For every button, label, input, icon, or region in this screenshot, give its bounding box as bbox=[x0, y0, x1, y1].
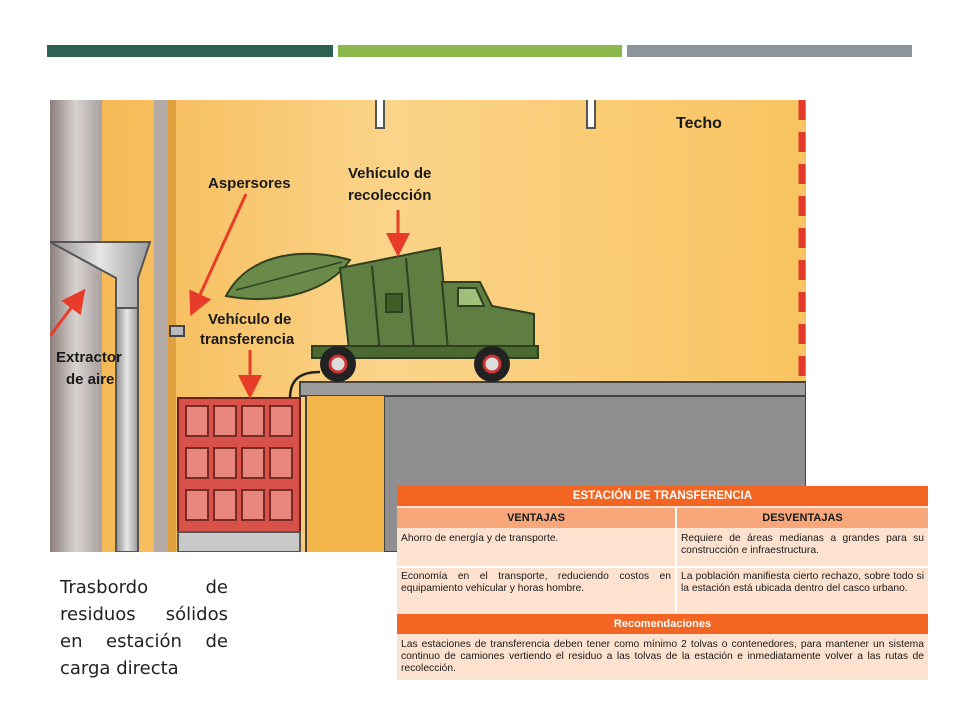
ceiling-hook bbox=[586, 100, 596, 129]
column-header-ventajas: VENTAJAS bbox=[397, 508, 675, 528]
accent-bar-green-light bbox=[338, 45, 622, 57]
ceiling-hook bbox=[375, 100, 385, 129]
label-vehiculo-recoleccion-line1: Vehículo de bbox=[348, 165, 431, 182]
label-extractor-line2: de aire bbox=[66, 371, 114, 388]
label-vehiculo-transferencia-line2: transferencia bbox=[200, 331, 295, 348]
transfer-station-table: ESTACIÓN DE TRANSFERENCIA VENTAJAS DESVE… bbox=[397, 486, 928, 680]
accent-bar-green-dark bbox=[47, 45, 333, 57]
upper-platform bbox=[299, 381, 806, 397]
recomendaciones-text: Las estaciones de transferencia deben te… bbox=[401, 639, 924, 674]
table-title: ESTACIÓN DE TRANSFERENCIA bbox=[397, 486, 928, 506]
transfer-station-illustration: Techo Aspersores Vehículo de recolección… bbox=[50, 100, 806, 552]
cell-ventaja-2: Economía en el transporte, reduciendo co… bbox=[401, 571, 671, 594]
aspersores-arrow bbox=[189, 193, 248, 317]
accent-bar-gray bbox=[627, 45, 912, 57]
sprinkler-nozzle bbox=[169, 325, 185, 337]
recomendaciones-header: Recomendaciones bbox=[397, 614, 928, 634]
column-header-desventajas: DESVENTAJAS bbox=[677, 508, 928, 528]
caption-line: en estación de bbox=[60, 631, 228, 652]
wall-pillar bbox=[154, 100, 168, 552]
caption-line: residuos sólidos bbox=[60, 604, 228, 625]
label-aspersores: Aspersores bbox=[208, 175, 291, 192]
cell-ventaja-1: Ahorro de energía y de transporte. bbox=[401, 533, 559, 544]
label-vehiculo-recoleccion-line2: recolección bbox=[348, 187, 431, 204]
caption-line: carga directa bbox=[60, 658, 179, 679]
extractor-arrow bbox=[50, 288, 86, 337]
cell-desventaja-2: La población manifiesta cierto rechazo, … bbox=[681, 571, 924, 594]
caption-line: Trasbordo de bbox=[60, 577, 228, 598]
transfer-vehicle-container bbox=[177, 397, 301, 552]
label-extractor-line1: Extractor bbox=[56, 349, 122, 366]
label-techo: Techo bbox=[676, 115, 722, 132]
caption: Trasbordo de residuos sólidos en estació… bbox=[60, 574, 228, 682]
air-extractor-pipe bbox=[115, 307, 139, 552]
label-vehiculo-transferencia-line1: Vehículo de bbox=[208, 311, 291, 328]
collection-truck bbox=[224, 246, 539, 382]
cell-desventaja-1: Requiere de áreas medianas a grandes par… bbox=[681, 533, 924, 556]
